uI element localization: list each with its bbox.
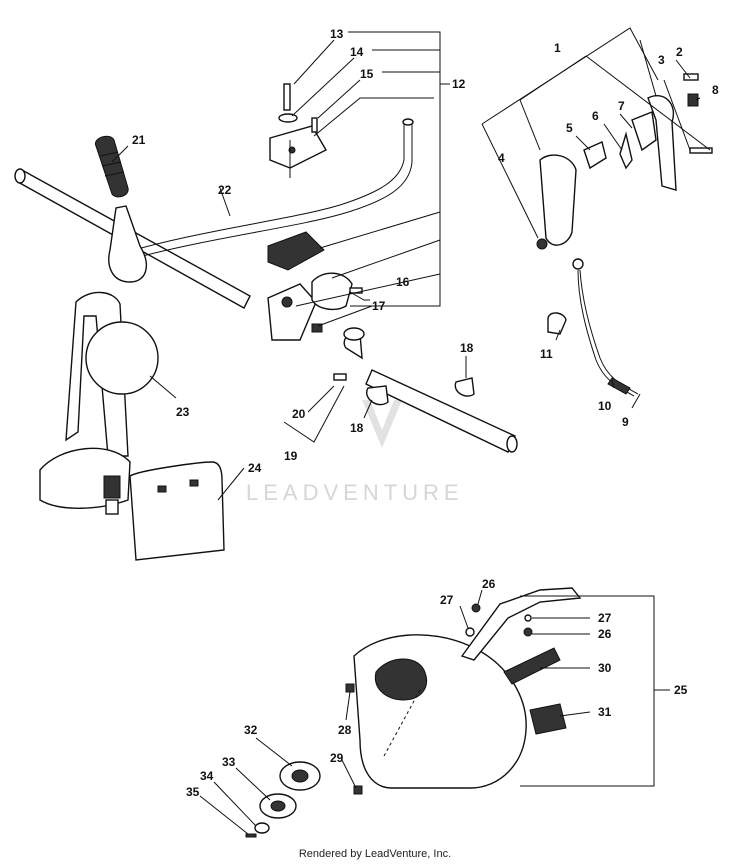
callout-11: 11 [540,347,553,361]
callout-29: 29 [330,751,344,765]
spool-hardware [245,761,321,838]
callout-12: 12 [452,77,466,91]
drive-shaft [333,327,518,453]
handlebar-part-22 [14,118,414,309]
callout-30: 30 [598,661,612,675]
callout-5: 5 [566,121,573,135]
callout-10: 10 [598,399,612,413]
callout-16: 16 [396,275,410,289]
callout-31: 31 [598,705,612,719]
callout-13: 13 [330,27,344,41]
callout-35: 35 [186,785,200,799]
harness-part-23 [39,291,159,515]
callout-15: 15 [360,67,374,81]
callout-2: 2 [676,45,683,59]
grip-part-21 [94,135,129,198]
callout-28: 28 [338,723,352,737]
debris-shield-assembly [345,587,582,795]
callout-labels: 1 2 3 4 5 6 7 8 9 10 11 12 13 14 15 16 1… [132,27,719,799]
footer-credit: Rendered by LeadVenture, Inc. [298,848,452,860]
callout-4: 4 [498,151,505,165]
callout-24: 24 [248,461,262,475]
callout-14: 14 [350,45,364,59]
callout-17: 17 [372,299,386,313]
watermark-text: LEADVENTURE [246,480,464,505]
callout-22: 22 [218,183,232,197]
callout-34: 34 [200,769,214,783]
label-part-24 [129,461,225,561]
callout-32: 32 [244,723,258,737]
callout-7: 7 [618,99,625,113]
callout-33: 33 [222,755,236,769]
clamp-assembly [267,83,363,341]
callout-26-upper: 26 [482,577,496,591]
throttle-assembly [536,73,713,397]
callout-25: 25 [674,683,688,697]
callout-27-upper: 27 [440,593,454,607]
callout-20: 20 [292,407,306,421]
callout-26-lower: 26 [598,627,612,641]
callout-18-lower: 18 [350,421,364,435]
callout-21: 21 [132,133,146,147]
callout-9: 9 [622,415,629,429]
callout-27-lower: 27 [598,611,612,625]
callout-8: 8 [712,83,719,97]
callout-19: 19 [284,449,298,463]
watermark: LEADVENTURE [246,400,464,505]
watermark-logo-icon [362,400,402,448]
callout-1: 1 [554,41,561,55]
callout-3: 3 [658,53,665,67]
callout-6: 6 [592,109,599,123]
leader-lines [111,27,711,835]
callout-18-upper: 18 [460,341,474,355]
callout-23: 23 [176,405,190,419]
